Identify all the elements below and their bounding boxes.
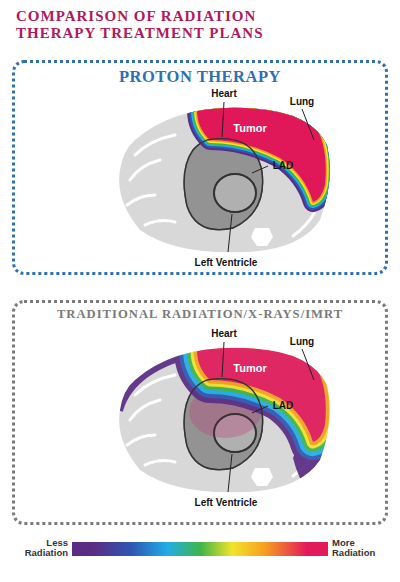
- anatomy-label: Left Ventricle: [195, 257, 258, 268]
- diagram-title: COMPARISON OF RADIATION THERAPY TREATMEN…: [16, 8, 316, 43]
- legend-swatch: [306, 542, 328, 556]
- legend-label: More Radiation: [332, 538, 388, 559]
- panel-heading: PROTON THERAPY: [15, 67, 385, 87]
- tumor-label: Tumor: [233, 362, 266, 374]
- anatomy-label: Lung: [290, 336, 314, 347]
- anatomy-label: Heart: [211, 328, 237, 339]
- anatomy-label: LAD: [273, 400, 294, 411]
- proton-panel: PROTON THERAPY: [12, 60, 388, 275]
- anatomy-label: Lung: [290, 96, 314, 107]
- proton-dose: [197, 108, 326, 202]
- imrt-panel: TRADITIONAL RADIATION/X-RAYS/IMRT: [12, 300, 388, 525]
- tumor-label: Tumor: [233, 122, 266, 134]
- anatomy-label: Left Ventricle: [195, 497, 258, 508]
- anatomy-label: LAD: [273, 160, 294, 171]
- dose-gradient-bar: [93, 542, 307, 556]
- imrt-dose: [117, 348, 332, 505]
- legend-label: Less Radiation: [14, 538, 68, 559]
- legend-swatch: [72, 542, 94, 556]
- panel-heading: TRADITIONAL RADIATION/X-RAYS/IMRT: [15, 307, 385, 322]
- leader-lines: [222, 102, 314, 492]
- proton-cross-section: [119, 108, 330, 253]
- anatomy-label: Heart: [211, 88, 237, 99]
- imrt-cross-section: [117, 348, 332, 505]
